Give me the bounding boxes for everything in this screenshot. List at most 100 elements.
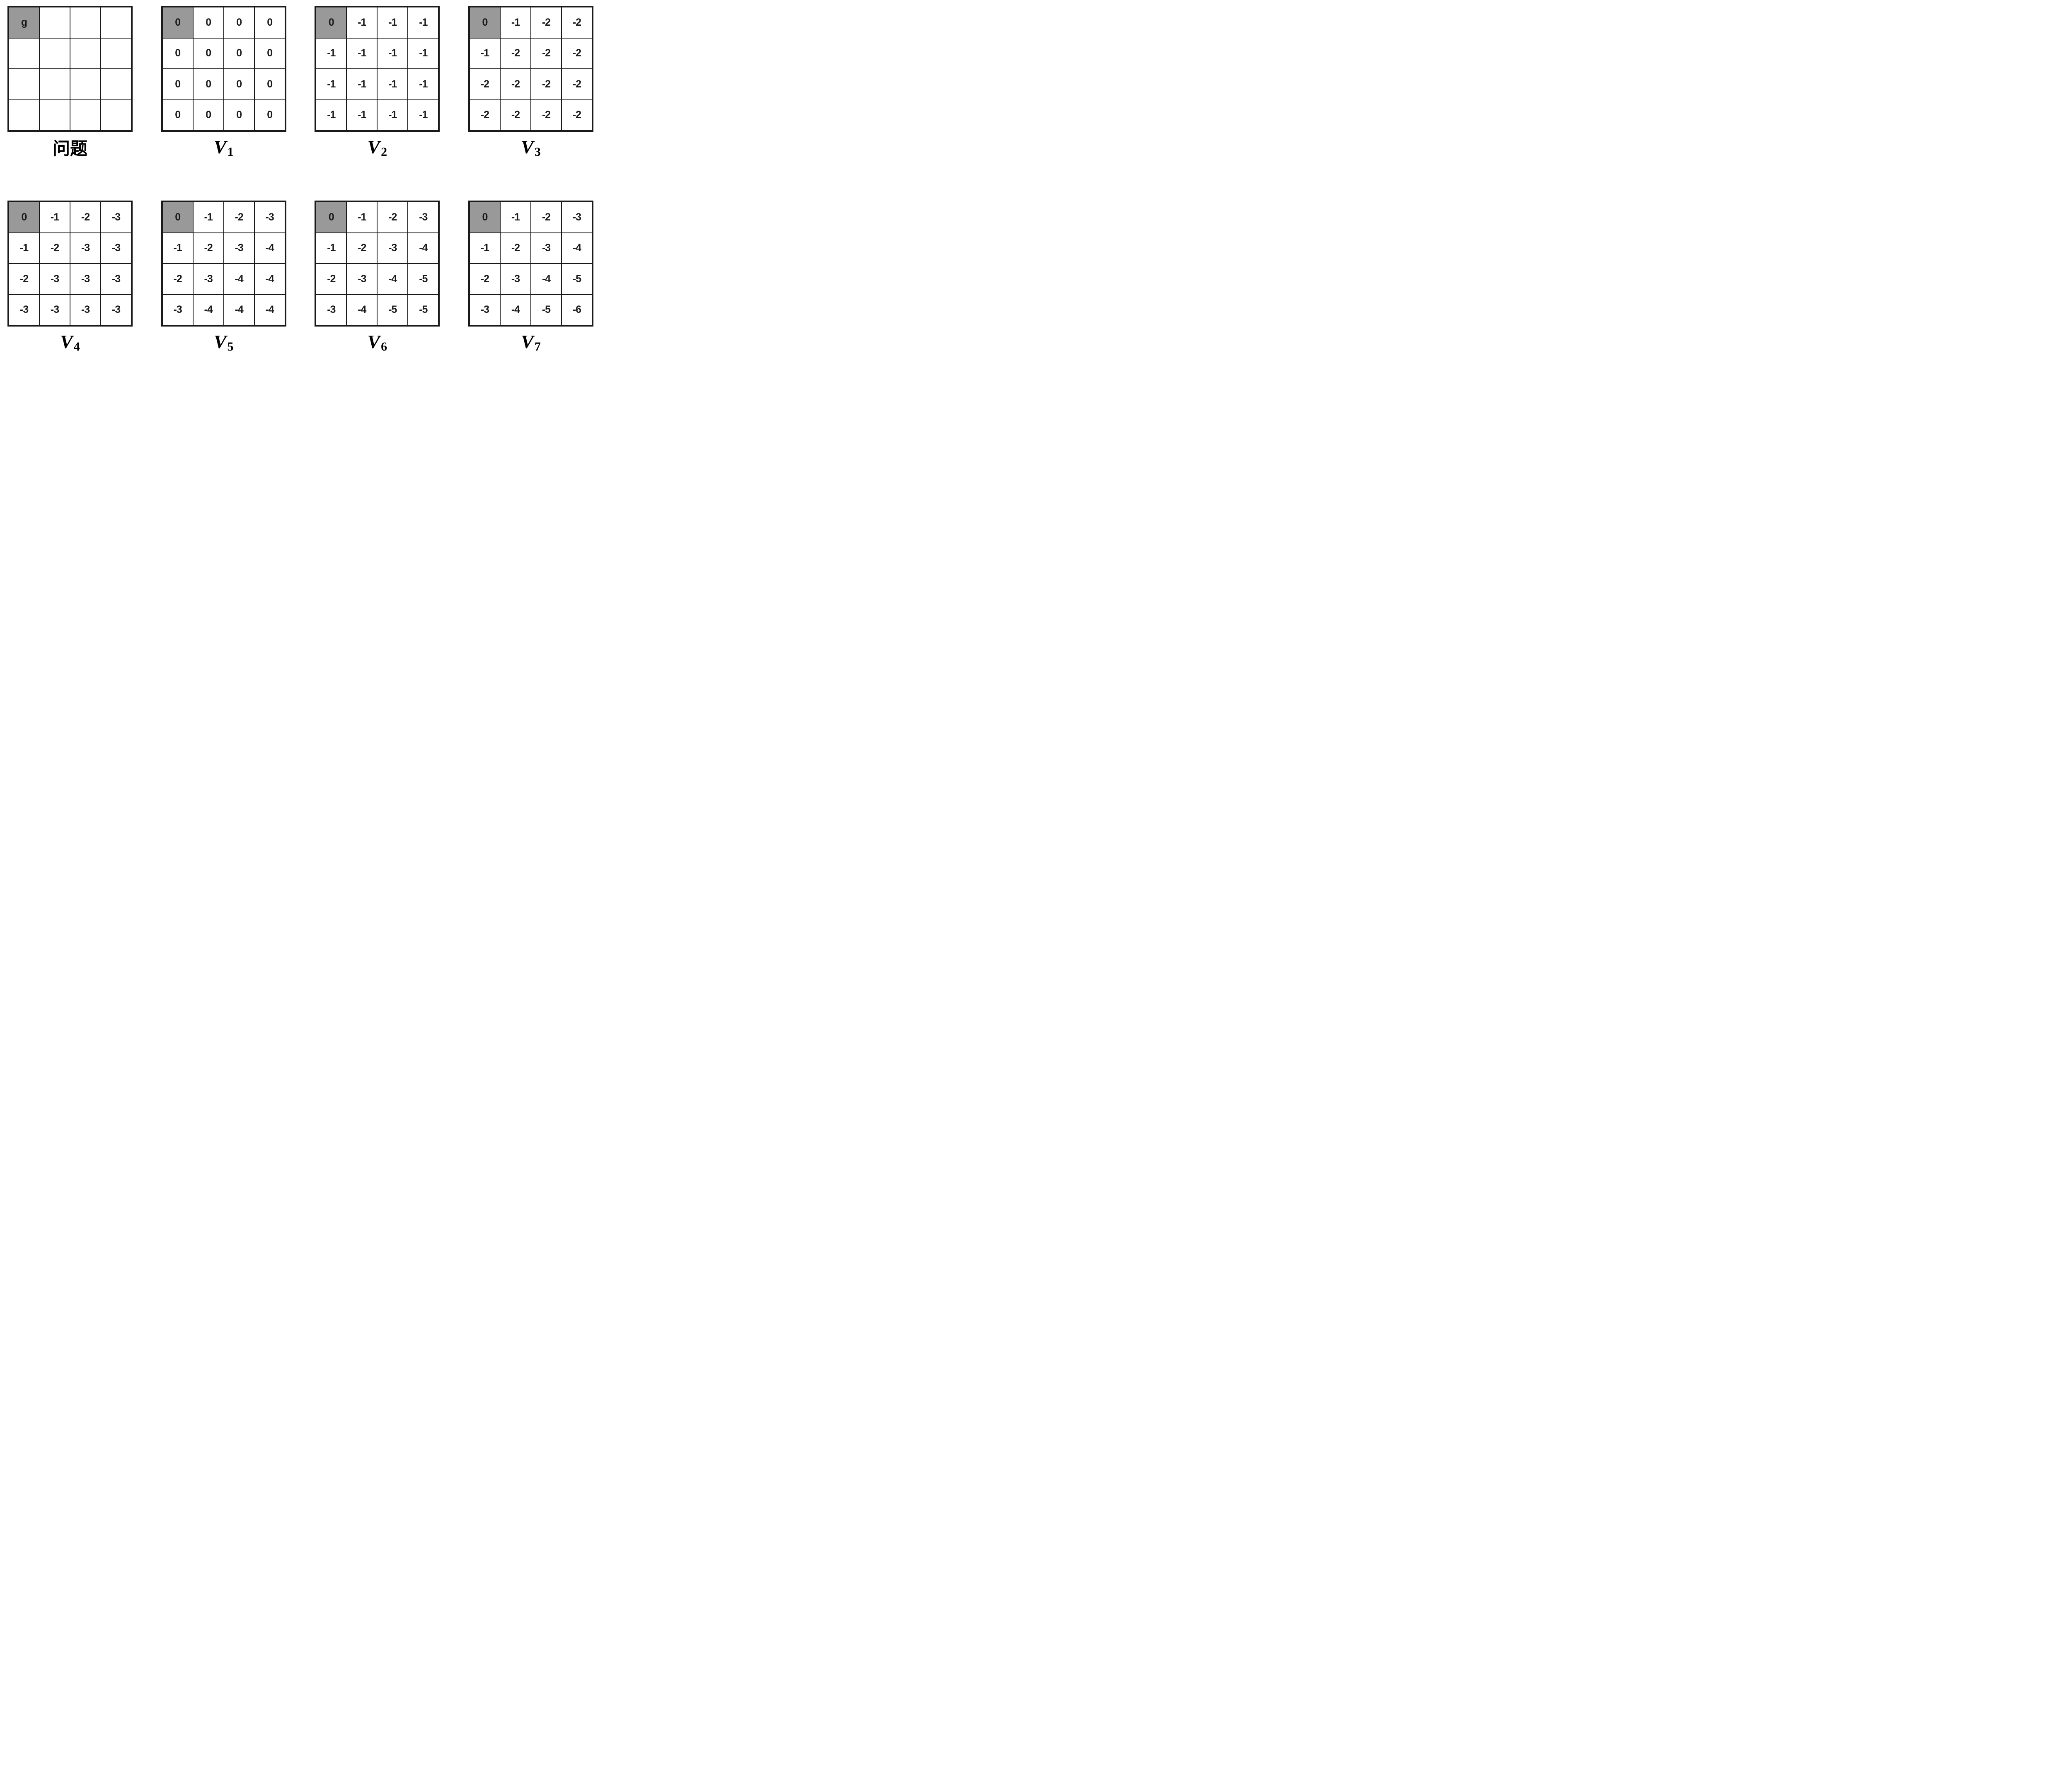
cell-v7-r0c1: -1 (500, 202, 531, 233)
cell-problem-r2c2 (70, 69, 101, 100)
cell-v2-r1c3: -1 (408, 38, 439, 69)
goal-cell-problem: g (9, 7, 39, 38)
label-subscript-v4: 4 (73, 340, 80, 353)
cell-v1-r1c2: 0 (223, 38, 254, 69)
cell-v1-r3c2: 0 (223, 99, 254, 131)
cell-v7-r1c1: -2 (500, 232, 531, 264)
cell-problem-r3c0 (9, 99, 39, 131)
cell-v6-r1c1: -2 (346, 232, 378, 264)
cell-v5-r3c3: -4 (254, 294, 285, 325)
cell-v2-r3c0: -1 (316, 99, 347, 131)
cell-v7-r2c3: -5 (561, 264, 592, 295)
cell-problem-r3c2 (70, 99, 101, 131)
cell-v2-r1c0: -1 (316, 38, 347, 69)
cell-v1-r1c1: 0 (193, 38, 224, 69)
grid-problem: g (7, 6, 133, 132)
cell-v7-r3c2: -5 (530, 294, 562, 325)
cell-v4-r1c3: -3 (101, 232, 131, 264)
grid-v4: 0-1-2-3-1-2-3-3-2-3-3-3-3-3-3-3 (7, 201, 133, 327)
goal-cell-v7: 0 (469, 202, 500, 233)
cell-v6-r2c2: -4 (377, 264, 408, 295)
cell-v5-r3c0: -3 (162, 294, 193, 325)
cell-problem-r3c1 (39, 99, 70, 131)
cell-v1-r0c2: 0 (223, 7, 254, 38)
cell-v1-r3c3: 0 (254, 99, 285, 131)
label-base-v5: V (213, 331, 227, 352)
cell-v6-r3c3: -5 (408, 294, 439, 325)
cell-v2-r0c1: -1 (346, 7, 378, 38)
cell-v5-r1c1: -2 (193, 232, 224, 264)
cell-v4-r3c3: -3 (101, 294, 131, 325)
cell-v1-r1c0: 0 (162, 38, 193, 69)
cell-v3-r1c1: -2 (500, 38, 531, 69)
goal-cell-v2: 0 (316, 7, 347, 38)
cell-v6-r1c0: -1 (316, 232, 347, 264)
cell-problem-r0c2 (70, 7, 101, 38)
cell-v1-r3c0: 0 (162, 99, 193, 131)
cell-v2-r2c0: -1 (316, 69, 347, 100)
cell-problem-r0c3 (101, 7, 131, 38)
cell-v4-r2c1: -3 (39, 264, 70, 295)
cell-v7-r3c0: -3 (469, 294, 500, 325)
cell-v3-r1c2: -2 (530, 38, 562, 69)
cell-v7-r1c3: -4 (561, 232, 592, 264)
cell-v2-r3c2: -1 (377, 99, 408, 131)
cell-v5-r2c3: -4 (254, 264, 285, 295)
label-subscript-v1: 1 (227, 145, 234, 159)
label-subscript-v3: 3 (534, 145, 541, 159)
cell-v5-r2c1: -3 (193, 264, 224, 295)
cell-v1-r0c3: 0 (254, 7, 285, 38)
cell-v4-r2c2: -3 (70, 264, 101, 295)
cell-v4-r3c0: -3 (9, 294, 39, 325)
grid-v3: 0-1-2-2-1-2-2-2-2-2-2-2-2-2-2-2 (468, 6, 593, 132)
cell-v2-r3c3: -1 (408, 99, 439, 131)
cell-v2-r1c1: -1 (346, 38, 378, 69)
cell-problem-r2c3 (101, 69, 131, 100)
cell-v2-r1c2: -1 (377, 38, 408, 69)
cell-v3-r2c1: -2 (500, 69, 531, 100)
cell-v2-r2c3: -1 (408, 69, 439, 100)
cell-v7-r1c0: -1 (469, 232, 500, 264)
cell-v3-r3c0: -2 (469, 99, 500, 131)
cell-v4-r1c1: -2 (39, 232, 70, 264)
label-base-v2: V (367, 136, 380, 157)
cell-v1-r2c2: 0 (223, 69, 254, 100)
cell-v6-r3c0: -3 (316, 294, 347, 325)
label-subscript-v5: 5 (227, 340, 234, 353)
cell-v7-r0c2: -2 (530, 202, 562, 233)
cell-v4-r1c2: -3 (70, 232, 101, 264)
grid-v5: 0-1-2-3-1-2-3-4-2-3-4-4-3-4-4-4 (161, 201, 286, 327)
cell-v2-r0c3: -1 (408, 7, 439, 38)
cell-v6-r3c1: -4 (346, 294, 378, 325)
cell-v4-r3c1: -3 (39, 294, 70, 325)
label-base-v4: V (60, 331, 73, 352)
cell-v6-r1c3: -4 (408, 232, 439, 264)
cell-v7-r3c3: -6 (561, 294, 592, 325)
cell-v1-r1c3: 0 (254, 38, 285, 69)
cell-v5-r1c0: -1 (162, 232, 193, 264)
cell-problem-r0c1 (39, 7, 70, 38)
goal-cell-v5: 0 (162, 202, 193, 233)
label-base-v6: V (367, 331, 380, 352)
cell-v6-r3c2: -5 (377, 294, 408, 325)
cell-v4-r1c0: -1 (9, 232, 39, 264)
cell-v3-r3c3: -2 (561, 99, 592, 131)
cell-v7-r2c0: -2 (469, 264, 500, 295)
label-base-v1: V (213, 136, 227, 157)
cell-v1-r2c1: 0 (193, 69, 224, 100)
cell-problem-r1c2 (70, 38, 101, 69)
grid-v2: 0-1-1-1-1-1-1-1-1-1-1-1-1-1-1-1 (315, 6, 440, 132)
cell-v6-r2c1: -3 (346, 264, 378, 295)
cell-v4-r2c3: -3 (101, 264, 131, 295)
